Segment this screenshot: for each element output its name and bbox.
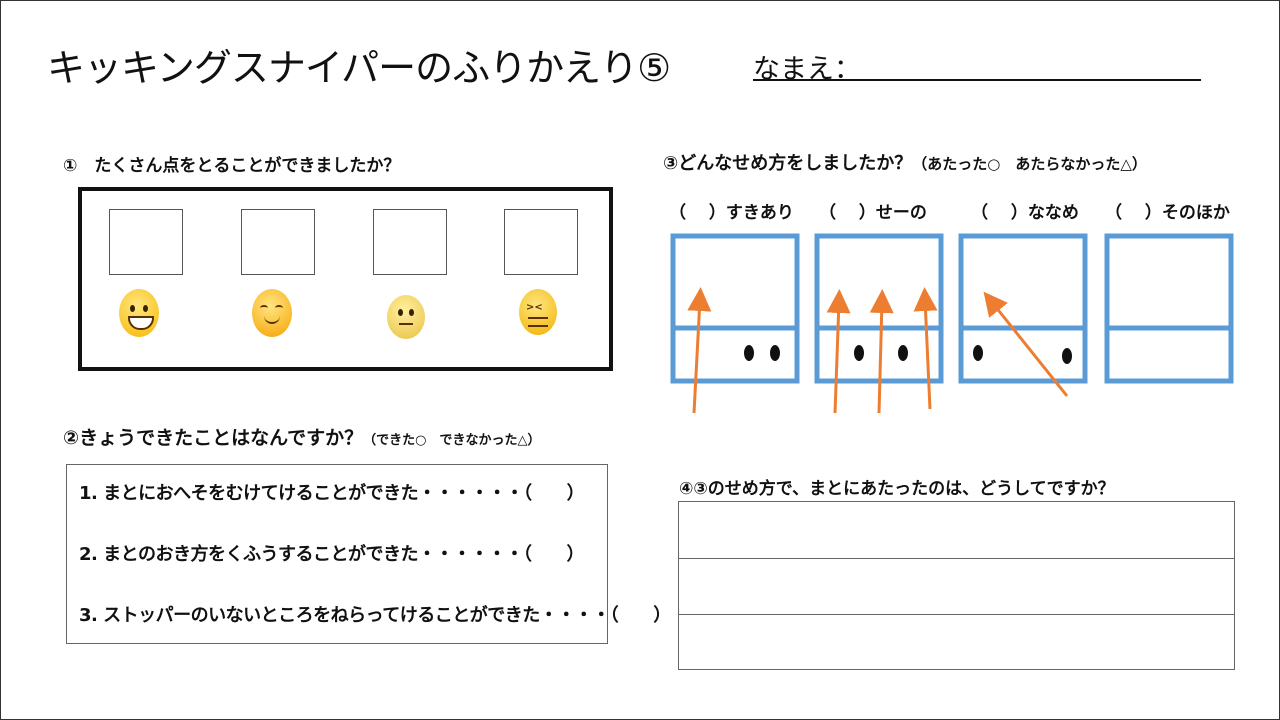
q4-question: ④③のせめ方で、まとにあたったのは、どうしてですか？	[679, 479, 1115, 499]
grinning-face-icon	[119, 289, 159, 337]
answer-line	[679, 614, 1234, 615]
q3-question: ③どんなせめ方をしましたか？	[663, 153, 913, 174]
q3-option-sukiari[interactable]: （ ）すきあり	[669, 203, 794, 223]
q3-hint: （あたった○ あたらなかった△）	[912, 155, 1147, 173]
answer-box-1[interactable]	[109, 209, 183, 275]
stopper-dot	[744, 345, 754, 361]
answer-box-4[interactable]	[504, 209, 578, 275]
stopper-dot	[973, 345, 983, 361]
q2-heading: ②きょうできたことはなんですか？（できた○ できなかった△）	[63, 423, 540, 450]
q2-item-3[interactable]: 3. ストッパーのいないところをねらってけることができた・・・・（ ）	[79, 605, 671, 626]
answer-box-3[interactable]	[373, 209, 447, 275]
q4-answer-box[interactable]	[678, 501, 1235, 670]
page-title: キッキングスナイパーのふりかえり⑤	[47, 46, 671, 90]
arrow	[687, 287, 712, 414]
smiling-face-icon	[252, 289, 292, 337]
arrow	[913, 287, 938, 410]
q3-heading: ③どんなせめ方をしましたか？（あたった○ あたらなかった△）	[663, 149, 1147, 175]
q3-option-naname[interactable]: （ ）ななめ	[971, 203, 1079, 223]
stopper-dot	[898, 345, 908, 361]
stopper-dot	[854, 345, 864, 361]
stopper-dot	[770, 345, 780, 361]
q1-question: ① たくさん点をとることができましたか？	[63, 156, 401, 176]
q3-option-seeno[interactable]: （ ）せーの	[819, 203, 927, 223]
name-field[interactable]	[753, 79, 1201, 81]
diagram-naname	[958, 233, 1088, 384]
q2-item-2[interactable]: 2. まとのおき方をくふうすることができた・・・・・・（ ）	[79, 544, 584, 565]
diagram-sukiari	[670, 233, 800, 384]
arrow	[869, 289, 894, 414]
stopper-dot	[1062, 348, 1072, 364]
confounded-face-icon: ><	[519, 289, 557, 335]
answer-box-2[interactable]	[241, 209, 315, 275]
arrow	[983, 291, 1069, 397]
diagram-sonohoka	[1104, 233, 1234, 384]
q1-box	[78, 187, 613, 371]
q2-question: ②きょうできたことはなんですか？	[63, 427, 364, 449]
q2-item-1[interactable]: 1. まとにおへそをむけてけることができた・・・・・・（ ）	[79, 483, 585, 504]
neutral-face-icon	[387, 295, 425, 339]
q3-option-sonohoka[interactable]: （ ）そのほか	[1105, 203, 1230, 223]
q2-hint: （できた○ できなかった△）	[363, 433, 541, 448]
answer-line	[679, 558, 1234, 559]
q2-box	[66, 464, 608, 644]
arrow	[826, 289, 851, 414]
